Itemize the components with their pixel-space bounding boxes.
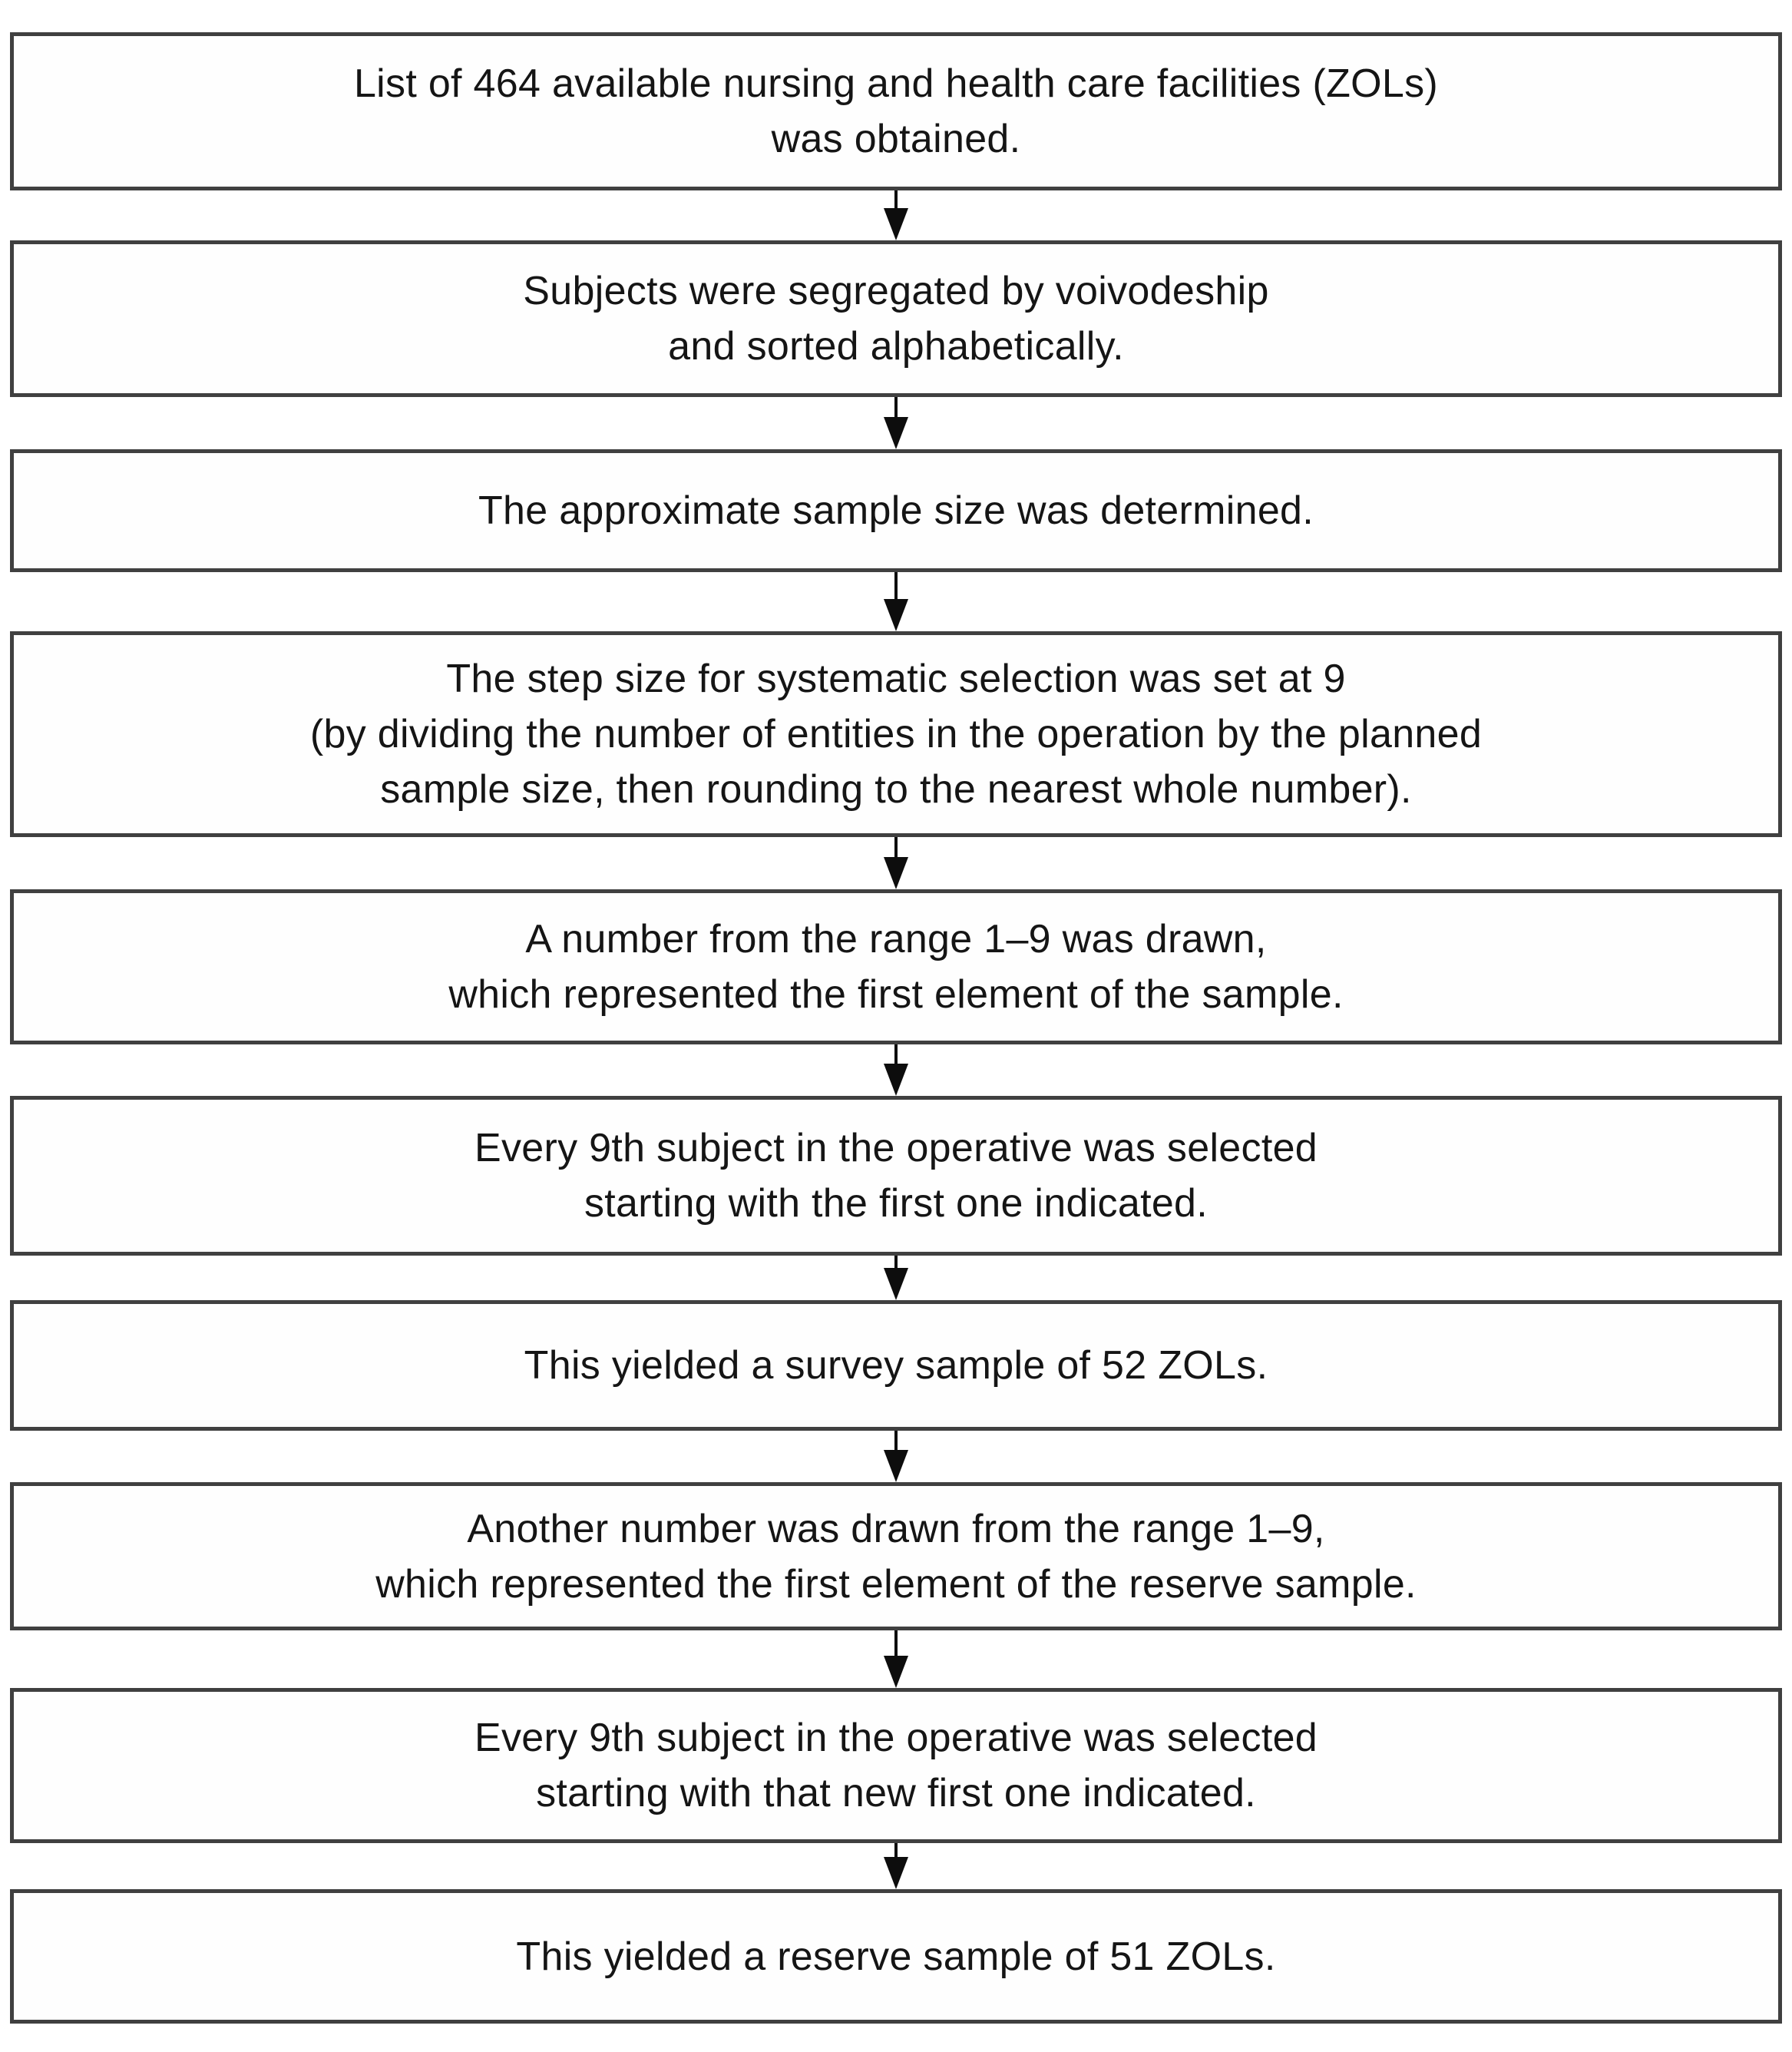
flow-step-4-line: (by dividing the number of entities in t… [309,712,1483,756]
flow-step-4-line: The step size for systematic selection w… [446,657,1346,701]
flow-step-5-line: A number from the range 1–9 was drawn, [525,917,1267,961]
flow-step-8-line: which represented the first element of t… [375,1561,1417,1607]
arrow-head-icon [884,1857,908,1889]
down-arrow [10,1843,1782,1889]
flow-step-2: Subjects were segregated by voivodeship a… [10,240,1782,397]
arrow-shaft [894,1843,898,1858]
arrow-shaft [894,1256,898,1269]
arrow-head-icon [884,1656,908,1688]
arrow-shaft [894,572,898,600]
flow-step-9-line: starting with that new first one indicat… [536,1771,1256,1815]
arrow-head-icon [884,208,908,240]
arrow-head-icon [884,1064,908,1096]
flow-step-1: List of 464 available nursing and health… [10,32,1782,190]
arrow-head-icon [884,1268,908,1300]
down-arrow [10,397,1782,449]
arrow-shaft [894,1431,898,1451]
flow-step-10: This yielded a reserve sample of 51 ZOLs… [10,1889,1782,2024]
flow-step-9: Every 9th subject in the operative was s… [10,1688,1782,1843]
flow-step-6-line: Every 9th subject in the operative was s… [474,1126,1318,1170]
arrow-head-icon [884,599,908,631]
down-arrow [10,1044,1782,1096]
down-arrow [10,1256,1782,1300]
flow-step-4-line: sample size, then rounding to the neares… [380,767,1412,812]
down-arrow [10,190,1782,240]
down-arrow [10,837,1782,889]
flow-step-2-line: Subjects were segregated by voivodeship [523,269,1269,313]
arrow-shaft [894,190,898,209]
flow-step-5-line: which represented the first element of t… [448,972,1344,1017]
arrow-shaft [894,1044,898,1064]
down-arrow [10,1630,1782,1688]
flow-step-8: Another number was drawn from the range … [10,1482,1782,1630]
flow-step-10-line: This yielded a reserve sample of 51 ZOLs… [516,1934,1276,1979]
flow-step-4: The step size for systematic selection w… [10,631,1782,837]
flow-step-2-line: and sorted alphabetically. [668,324,1124,369]
flow-step-3-line: The approximate sample size was determin… [478,488,1314,533]
flow-step-8-line: Another number was drawn from the range … [467,1506,1325,1551]
flow-step-1-line: was obtained. [771,117,1021,161]
flow-step-7: This yielded a survey sample of 52 ZOLs. [10,1300,1782,1431]
arrow-head-icon [884,417,908,449]
arrow-head-icon [884,1450,908,1482]
flow-step-9-line: Every 9th subject in the operative was s… [474,1716,1318,1760]
flow-step-6: Every 9th subject in the operative was s… [10,1096,1782,1256]
down-arrow [10,1431,1782,1482]
arrow-head-icon [884,857,908,889]
arrow-shaft [894,397,898,418]
flow-step-6-line: starting with the first one indicated. [584,1181,1208,1226]
arrow-shaft [894,837,898,858]
down-arrow [10,572,1782,631]
arrow-shaft [894,1630,898,1656]
flow-step-3: The approximate sample size was determin… [10,449,1782,572]
flow-step-1-line: List of 464 available nursing and health… [353,61,1439,106]
flow-step-5: A number from the range 1–9 was drawn, wh… [10,889,1782,1044]
flow-step-7-line: This yielded a survey sample of 52 ZOLs. [524,1343,1268,1388]
